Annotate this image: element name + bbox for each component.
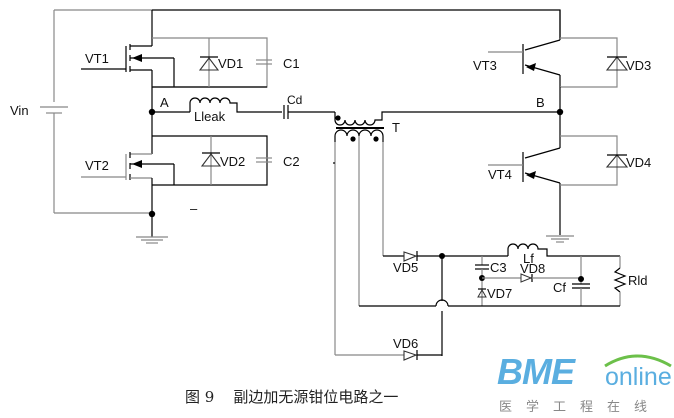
node-b-label: B bbox=[536, 95, 545, 110]
figure-caption: 图 9 副边加无源钳位电路之一 bbox=[185, 386, 398, 407]
vt3-label: VT3 bbox=[473, 58, 497, 73]
vt4-label: VT4 bbox=[488, 167, 512, 182]
vd8-label: VD8 bbox=[520, 261, 545, 276]
vin-label: Vin bbox=[10, 103, 29, 118]
figure-title: 副边加无源钳位电路之一 bbox=[233, 388, 399, 406]
lf-label: Lf bbox=[523, 251, 534, 266]
bme-online-logo: BME online 医学工程在线 bbox=[497, 354, 673, 418]
vin-source: Vin bbox=[10, 10, 152, 214]
vd7-label: VD7 bbox=[487, 286, 512, 301]
vt1-label: VT1 bbox=[85, 51, 109, 66]
minus-label: – bbox=[190, 201, 198, 216]
t-label: T bbox=[392, 120, 400, 135]
vd1-c1-box: VD1 C1 bbox=[152, 37, 300, 88]
vd1-label: VD1 bbox=[218, 56, 243, 71]
node-b: B bbox=[536, 87, 564, 136]
vd3-label: VD3 bbox=[626, 58, 651, 73]
c3-label: C3 bbox=[490, 260, 507, 275]
vt1-mosfet: VT1 bbox=[81, 38, 175, 87]
vt2-label: VT2 bbox=[85, 158, 109, 173]
vt3-igbt: VT3 bbox=[473, 10, 561, 87]
logo-arc-icon bbox=[604, 354, 672, 368]
c1-label: C1 bbox=[283, 56, 300, 71]
transformer-t: T bbox=[333, 111, 560, 355]
vd4-box: VD4 bbox=[560, 135, 651, 186]
rld-label: Rld bbox=[628, 273, 648, 288]
vd5-label: VD5 bbox=[393, 260, 418, 275]
lleak-label: Lleak bbox=[194, 109, 226, 124]
vt2-mosfet: VT2 bbox=[81, 136, 175, 213]
top-rail bbox=[54, 9, 561, 38]
logo-suffix: online bbox=[605, 363, 672, 391]
vd2-label: VD2 bbox=[220, 154, 245, 169]
c2-label: C2 bbox=[283, 154, 300, 169]
vt4-igbt: VT4 bbox=[488, 136, 561, 235]
logo-chinese: 医学工程在线 bbox=[499, 400, 662, 415]
vd4-label: VD4 bbox=[626, 155, 651, 170]
logo-brand: BME bbox=[497, 351, 575, 392]
right-ground bbox=[546, 235, 574, 243]
vd2-c2-box: VD2 C2 bbox=[152, 135, 300, 186]
node-a-label: A bbox=[160, 95, 169, 110]
cd-label: Cd bbox=[287, 93, 302, 107]
cf-label: Cf bbox=[553, 280, 566, 295]
figure-number: 图 9 bbox=[185, 388, 215, 406]
node-a-branch: A Lleak Cd bbox=[148, 87, 335, 136]
vd3-box: VD3 bbox=[560, 37, 651, 88]
secondary-rectifier: VD5 Lf C3 VD8 VD7 Cf Rld bbox=[335, 243, 648, 361]
left-ground: – bbox=[136, 201, 198, 244]
vd6-label: VD6 bbox=[393, 336, 418, 351]
